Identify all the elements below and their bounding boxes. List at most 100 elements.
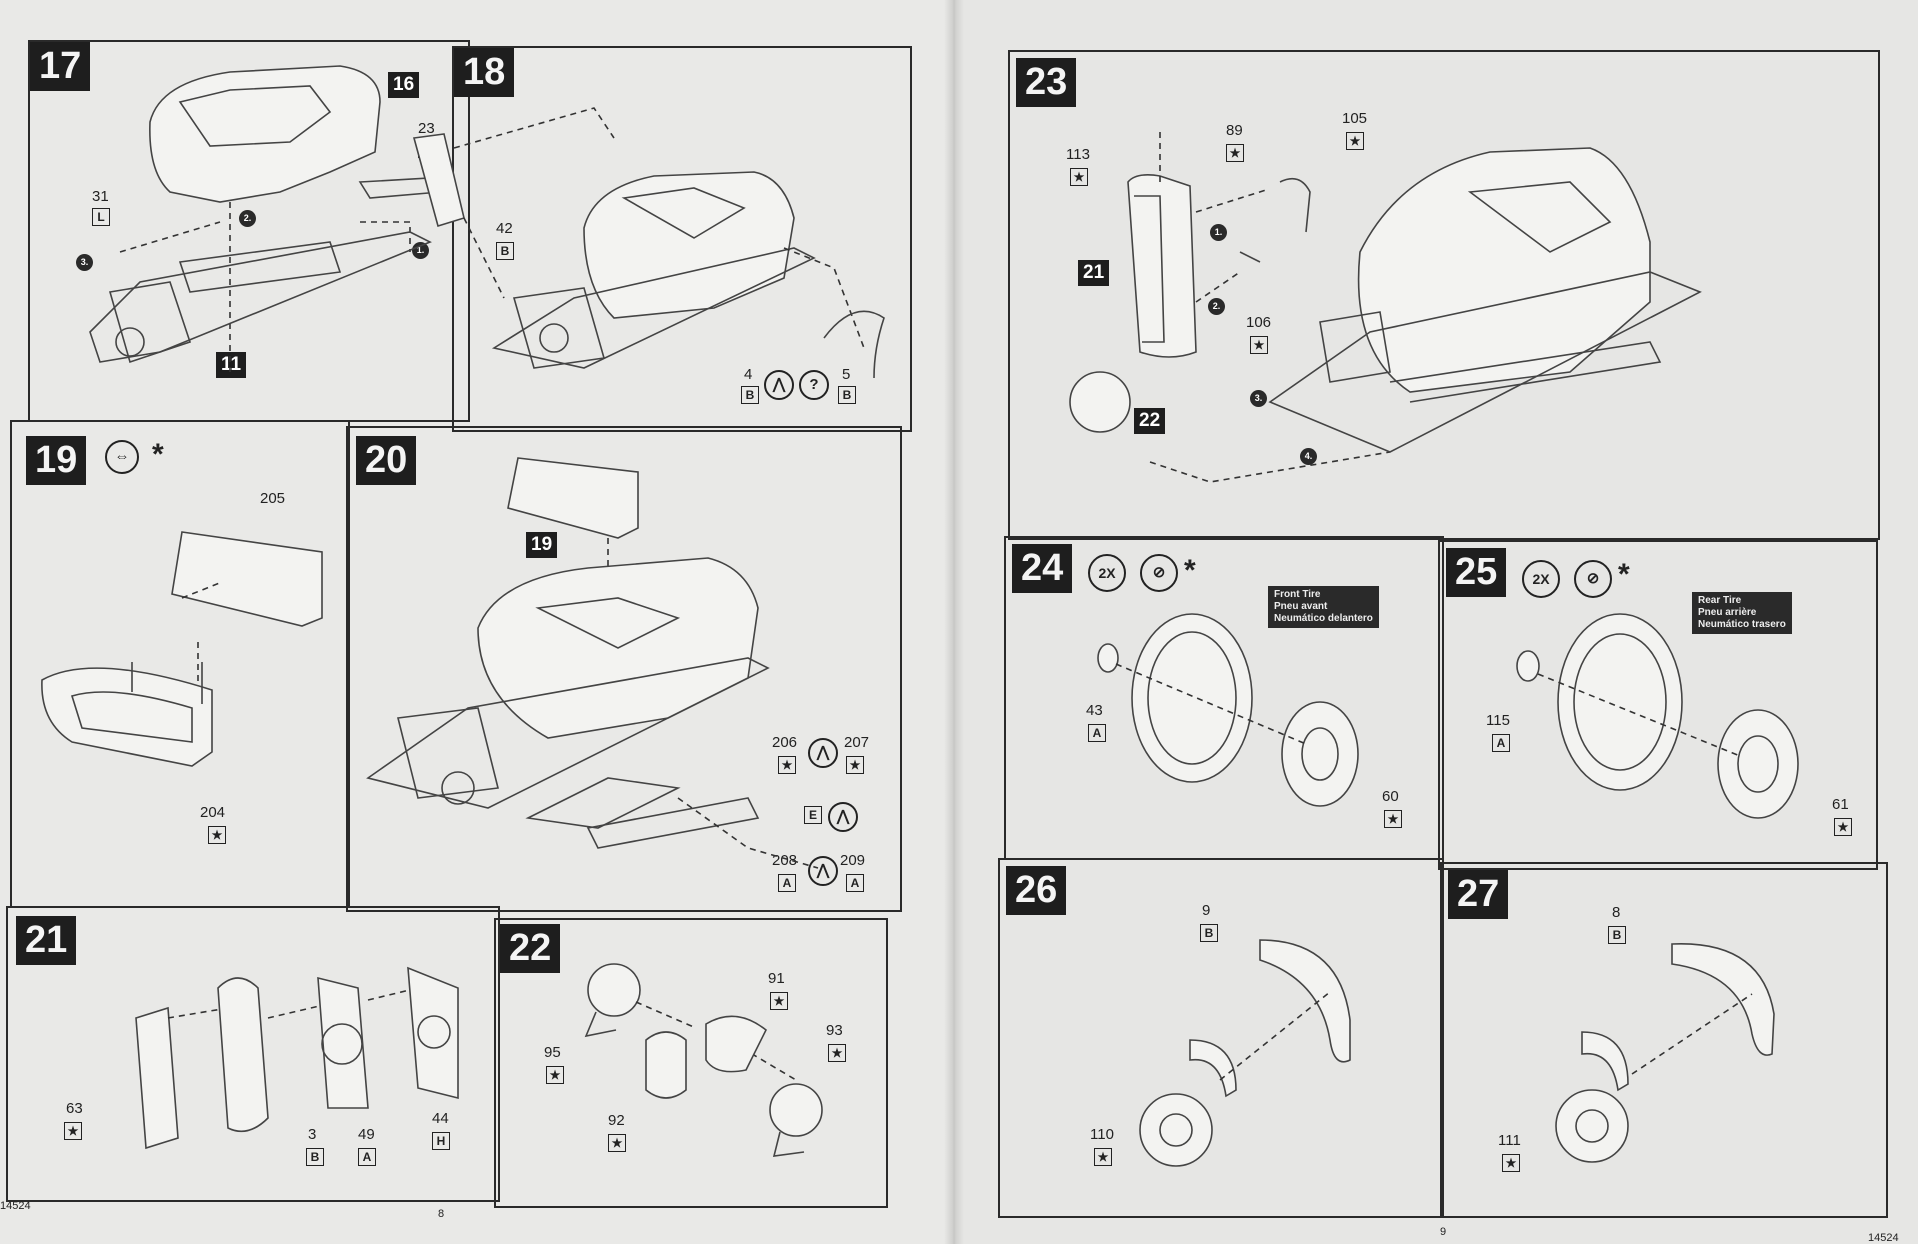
part-letter-box: ★ — [1502, 1154, 1520, 1172]
ref-tag-11: 11 — [216, 352, 247, 378]
part-number: 113 — [1066, 146, 1090, 163]
part-number: 91 — [768, 970, 785, 987]
no-glue-icon: ⊘ — [1140, 554, 1178, 592]
sand-icon: ⋀ — [764, 370, 794, 400]
step-number: 17 — [30, 42, 91, 91]
right-footer-code: 14524 — [1868, 1232, 1899, 1244]
step-17-panel: 17 16 11 23 B 31 L 1. 2. 3. — [28, 40, 470, 422]
multiplier-badge: 2X — [1088, 554, 1126, 592]
car-assembly-illustration — [412, 107, 885, 379]
part-letter-box: B — [306, 1148, 324, 1166]
part-number: 5 — [842, 366, 851, 383]
sequence-marker: 3. — [76, 254, 93, 271]
front-fender-illustration — [1139, 939, 1351, 1167]
sequence-marker: 1. — [1210, 224, 1227, 241]
star-icon: * — [1618, 558, 1630, 591]
front-wheel-illustration — [1097, 613, 1359, 807]
part-number: 49 — [358, 1126, 375, 1143]
part-number: 8 — [1612, 904, 1621, 921]
part-letter-box: ★ — [608, 1134, 626, 1152]
part-number: 110 — [1090, 1126, 1114, 1143]
rear-tire-label: Rear Tire Pneu arrière Neumático trasero — [1692, 592, 1792, 634]
part-number: 206 — [772, 734, 798, 751]
part-letter-box: B — [1200, 924, 1218, 942]
part-letter-box: ★ — [1226, 144, 1244, 162]
part-letter-box: B — [741, 386, 759, 404]
part-number: 60 — [1382, 788, 1399, 805]
step-number: 21 — [16, 916, 77, 965]
double-arrow-icon: ⇔ — [105, 440, 139, 474]
step-21-panel: 21 63 ★ 3 B 49 A 44 H — [6, 906, 500, 1202]
part-letter-box: ★ — [1834, 818, 1852, 836]
step-number: 20 — [356, 436, 417, 485]
part-letter-box: ★ — [1384, 810, 1402, 828]
rear-wheel-illustration — [1516, 613, 1799, 819]
step-24-panel: 24 2X ⊘ * Front Tire Pneu avant Neumátic… — [1004, 536, 1444, 860]
car-body-illustration — [89, 65, 442, 372]
sequence-marker: 2. — [239, 210, 256, 227]
part-number: 61 — [1832, 796, 1849, 813]
multiplier-badge: 2X — [1522, 560, 1560, 598]
part-letter-box: ★ — [1346, 132, 1364, 150]
part-letter-box: ★ — [64, 1122, 82, 1140]
rear-fender-illustration — [1555, 943, 1775, 1163]
part-number: 89 — [1226, 122, 1243, 139]
step-26-panel: 26 9 B 110 ★ — [998, 858, 1444, 1218]
step-number: 23 — [1016, 58, 1077, 107]
part-number: 207 — [844, 734, 870, 751]
step-20-panel: 20 19 206 ★ ⋀ 207 ★ E ⋀ 208 A ⋀ 209 A — [346, 426, 902, 912]
step-23-panel: 23 21 22 113 ★ 89 ★ 105 ★ 106 ★ 1. 2. 3.… — [1008, 50, 1880, 540]
step-number: 25 — [1446, 548, 1507, 597]
step-18-panel: 18 42 B 4 B ⋀ ? 5 B — [412, 46, 912, 432]
sequence-marker: 3. — [1250, 390, 1267, 407]
step-number: 19 — [26, 436, 87, 485]
step-25-panel: 25 2X ⊘ * Rear Tire Pneu arrière Neumáti… — [1438, 540, 1878, 870]
ref-tag-21: 21 — [1078, 260, 1110, 286]
part-letter-box: ★ — [846, 756, 864, 774]
tire-label-es: Neumático trasero — [1698, 619, 1786, 630]
step-number: 22 — [500, 924, 561, 973]
star-icon: * — [152, 438, 164, 471]
step-19-panel: 19 ⇔ * 205 204 ★ — [10, 420, 350, 908]
grille-illustration — [135, 966, 459, 1150]
part-letter-box: A — [1088, 724, 1106, 742]
page-gutter — [944, 0, 964, 1244]
part-letter-box: B — [496, 242, 514, 260]
part-letter-box: A — [778, 874, 796, 892]
headlight-illustration — [584, 963, 823, 1157]
part-number: 42 — [496, 220, 513, 237]
left-footer-code: 14524 — [0, 1200, 31, 1212]
part-letter-box: ★ — [208, 826, 226, 844]
step-number: 24 — [1012, 544, 1073, 593]
part-number: 43 — [1086, 702, 1103, 719]
part-letter-box: ★ — [770, 992, 788, 1010]
part-number: 209 — [840, 852, 866, 869]
part-letter-box: B — [838, 386, 856, 404]
part-letter-box: B — [1608, 926, 1626, 944]
part-number: 111 — [1498, 1132, 1521, 1149]
step-number: 18 — [454, 48, 515, 97]
front-tire-label: Front Tire Pneu avant Neumático delanter… — [1268, 586, 1379, 628]
part-number: 205 — [260, 490, 286, 507]
question-icon: ? — [799, 370, 829, 400]
step-number: 27 — [1448, 870, 1509, 919]
step-22-panel: 22 91 ★ 93 ★ 95 ★ 92 ★ — [494, 918, 888, 1208]
tire-label-fr: Pneu arrière — [1698, 607, 1757, 618]
part-letter-box: ★ — [1094, 1148, 1112, 1166]
part-number: 44 — [432, 1110, 449, 1127]
sand-icon: ⋀ — [828, 802, 858, 832]
part-number: 93 — [826, 1022, 843, 1039]
step-number: 26 — [1006, 866, 1067, 915]
part-number: 92 — [608, 1112, 625, 1129]
part-letter-box: A — [846, 874, 864, 892]
ref-tag-19: 19 — [526, 532, 558, 558]
tire-label-es: Neumático delantero — [1274, 613, 1373, 624]
part-letter-box: ★ — [778, 756, 796, 774]
part-letter-box: ★ — [1250, 336, 1268, 354]
part-letter-box: ★ — [1070, 168, 1088, 186]
part-number: 115 — [1486, 712, 1510, 729]
part-number: 4 — [744, 366, 753, 383]
car-radiator-illustration — [1069, 132, 1702, 483]
part-letter-box: L — [92, 208, 110, 226]
part-number: 105 — [1342, 110, 1368, 127]
